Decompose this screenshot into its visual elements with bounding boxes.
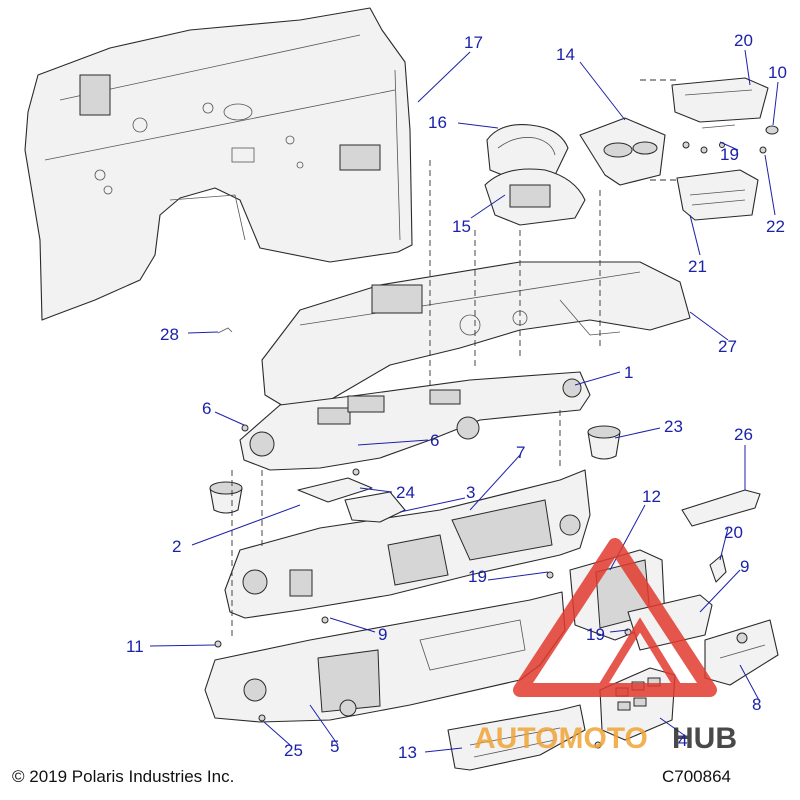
callout-12: 11 bbox=[126, 637, 144, 656]
callout-26: 24 bbox=[396, 483, 415, 502]
callout-13: 12 bbox=[642, 487, 661, 506]
part-7-main-dash-frame bbox=[224, 469, 591, 619]
part-3-bracket bbox=[344, 491, 406, 523]
callout-7: 7 bbox=[516, 443, 525, 462]
automotohub-watermark: AUTOMOTO HUB bbox=[474, 538, 737, 755]
callout-11: 10 bbox=[768, 63, 787, 82]
callout-6-left: 6 bbox=[202, 399, 211, 418]
part-16-gauge-housing bbox=[484, 168, 586, 226]
callout-18: 17 bbox=[464, 33, 483, 52]
callout-labels: 17 16 15 14 20 10 19 22 21 27 28 1 6 6 2… bbox=[126, 31, 787, 762]
part-25-cup-holder bbox=[587, 425, 621, 460]
callout-14: 13 bbox=[398, 743, 417, 762]
copyright-notice: © 2019 Polaris Industries Inc. bbox=[12, 767, 234, 786]
callout-3: 3 bbox=[466, 483, 475, 502]
callout-25: 23 bbox=[664, 417, 683, 436]
callout-15: 14 bbox=[556, 45, 575, 64]
callout-24: 22 bbox=[766, 217, 785, 236]
callout-1: 1 bbox=[624, 363, 633, 382]
callout-17: 16 bbox=[428, 113, 447, 132]
part-17-gauge-bezel bbox=[486, 124, 569, 183]
part-23-glove-box-bin bbox=[676, 169, 759, 221]
part-2-cup-holder bbox=[209, 481, 243, 514]
callout-4: 4 bbox=[678, 731, 687, 750]
part-1-dash-cover-panel bbox=[239, 371, 591, 471]
part-20-clip bbox=[709, 554, 727, 583]
watermark-word-right: HUB bbox=[672, 722, 737, 755]
callout-27: 25 bbox=[284, 741, 303, 760]
callout-6-center: 6 bbox=[430, 431, 439, 450]
callout-19-upper: 19 bbox=[720, 145, 739, 164]
assembly-dashed-lines bbox=[231, 79, 680, 640]
part-5-lower-dash-panel bbox=[204, 591, 566, 723]
callout-19-lower: 19 bbox=[586, 625, 605, 644]
part-15-cup-holder-tray bbox=[579, 117, 666, 186]
part-30-pin bbox=[217, 327, 233, 334]
callout-8: 8 bbox=[752, 695, 761, 714]
callout-28: 26 bbox=[734, 425, 753, 444]
callout-2: 2 bbox=[172, 537, 181, 556]
part-14-kick-panel bbox=[447, 704, 586, 771]
callout-16: 15 bbox=[452, 217, 471, 236]
part-28-trim-strip bbox=[681, 489, 761, 527]
watermark-triangle bbox=[513, 538, 717, 697]
callout-23: 21 bbox=[688, 257, 707, 276]
callout-9: 9 bbox=[378, 625, 387, 644]
callout-20: 20 bbox=[724, 523, 743, 542]
fasteners-upper-right bbox=[682, 124, 779, 154]
callout-29: 27 bbox=[718, 337, 737, 356]
part-22-upper-bin bbox=[671, 77, 769, 123]
part-8-trim-panel bbox=[704, 619, 779, 686]
callout-10: 9 bbox=[740, 557, 749, 576]
watermark-inner-peak bbox=[596, 617, 684, 693]
callout-21: 19 bbox=[468, 567, 487, 586]
diagram-code: C700864 bbox=[662, 767, 731, 786]
callout-22: 20 bbox=[734, 31, 753, 50]
part-26-bracket-plate bbox=[297, 477, 373, 503]
watermark-word-left: AUTOMOTO bbox=[474, 722, 648, 755]
callout-30: 28 bbox=[160, 325, 179, 344]
leader-lines bbox=[149, 49, 779, 753]
part-18-firewall-panel bbox=[24, 7, 413, 321]
callout-5: 5 bbox=[330, 737, 339, 756]
